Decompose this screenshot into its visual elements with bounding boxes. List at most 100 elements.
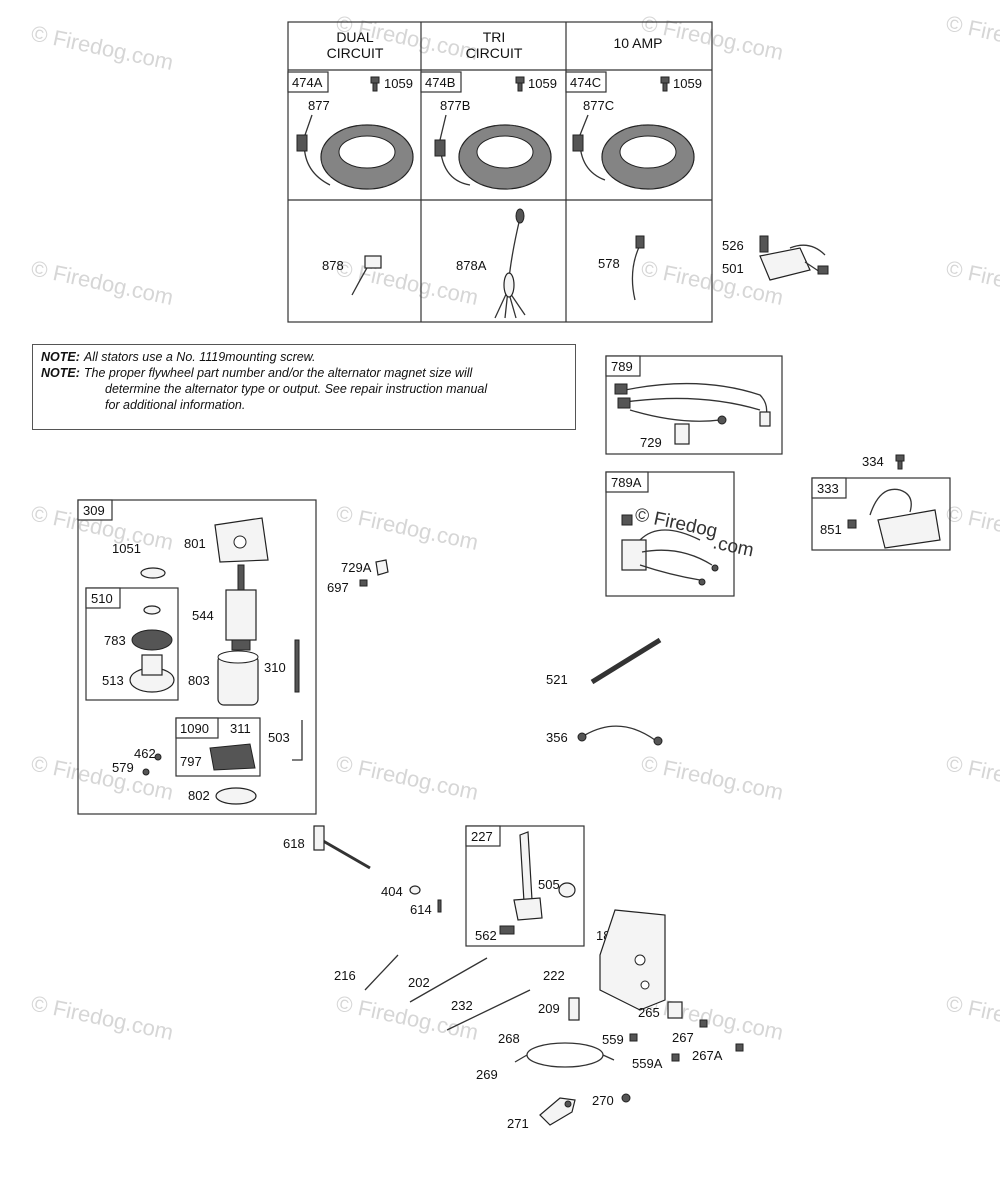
callout-878A: 878A (456, 258, 487, 273)
callout-559A: 559A (632, 1056, 663, 1071)
washer-1051-icon (140, 567, 166, 579)
harness-789A-icon (621, 514, 719, 586)
callout-209: 209 (538, 1001, 560, 1016)
watermark-center: © Firedog (633, 504, 719, 542)
callout-1051: 1051 (112, 541, 141, 556)
watermark: © Firedog.com (944, 500, 1000, 555)
note-label: NOTE: (41, 366, 80, 380)
watermark-center: .com (711, 532, 756, 561)
callout-270: 270 (592, 1093, 614, 1108)
callout-334: 334 (862, 454, 884, 469)
callout-578: 578 (598, 256, 620, 271)
assembly-box-227 (465, 825, 585, 947)
callout-1090: 1090 (180, 721, 209, 736)
callout-501: 501 (722, 261, 744, 276)
callout-797: 797 (180, 754, 202, 769)
assembly-box-333 (811, 477, 951, 551)
callout-216: 216 (334, 968, 356, 983)
housing-icon (217, 650, 259, 706)
callout-877C: 877C (583, 98, 614, 113)
callout-232: 232 (451, 998, 473, 1013)
shaft-618-icon (313, 825, 371, 870)
note-line: The proper flywheel part number and/or t… (83, 366, 473, 380)
clip-729A-icon (375, 559, 389, 576)
end-plate-icon (215, 787, 257, 805)
watermark: © Firedog.com (944, 255, 1000, 310)
callout-513: 513 (102, 673, 124, 688)
callout-503: 503 (268, 730, 290, 745)
callout-267: 267 (672, 1030, 694, 1045)
watermark: © Firedog.com (944, 750, 1000, 805)
cable-268-icon (514, 1042, 615, 1068)
regulator-icon (759, 235, 829, 281)
armature-icon (225, 564, 257, 651)
assembly-box-789A (605, 471, 735, 597)
callout-505: 505 (538, 877, 560, 892)
callout-474B: 474B (425, 75, 455, 90)
note-line: for additional information. (105, 398, 246, 412)
harness-878-icon (351, 255, 382, 296)
header-dual-line2: CIRCUIT (327, 45, 384, 61)
starter-cap-icon (214, 517, 269, 563)
header-dual-line1: DUAL (336, 29, 374, 45)
callout-789A: 789A (611, 475, 642, 490)
callout-309: 309 (83, 503, 105, 518)
callout-404: 404 (381, 884, 403, 899)
callout-618: 618 (283, 836, 305, 851)
lever-227-icon (499, 831, 576, 935)
assembly-box-309 (77, 499, 317, 815)
callout-877B: 877B (440, 98, 470, 113)
note-label: NOTE: (41, 350, 80, 364)
header-tri-line1: TRI (483, 29, 506, 45)
watermark: © Firedog.com (29, 20, 176, 75)
note-line: determine the alternator type or output.… (105, 382, 488, 396)
assembly-box-510 (85, 587, 179, 701)
note-line: All stators use a No. 1119mounting screw… (83, 350, 316, 364)
callout-729: 729 (640, 435, 662, 450)
harness-878A-icon (494, 208, 526, 319)
callout-1059: 1059 (384, 76, 413, 91)
callout-474C: 474C (570, 75, 601, 90)
watermark: © Firedog.com (29, 990, 176, 1045)
watermark: © Firedog.com (334, 500, 481, 555)
stator-10amp-icon (572, 114, 695, 190)
callout-310: 310 (264, 660, 286, 675)
callout-268: 268 (498, 1031, 520, 1046)
callout-333: 333 (817, 481, 839, 496)
callout-269: 269 (476, 1067, 498, 1082)
callout-521: 521 (546, 672, 568, 687)
spring-216-icon (364, 954, 399, 991)
callout-783: 783 (104, 633, 126, 648)
callout-803: 803 (188, 673, 210, 688)
callout-356: 356 (546, 730, 568, 745)
harness-789-icon (614, 382, 771, 445)
callout-271: 271 (507, 1116, 529, 1131)
harness-578-icon (631, 235, 645, 301)
brush-holder-icon (209, 743, 256, 771)
stator-dual-icon (296, 114, 414, 190)
note-box: NOTE:All stators use a No. 1119mounting … (32, 344, 576, 430)
watermark: © Firedog.com (334, 750, 481, 805)
header-tri-line2: CIRCUIT (466, 45, 523, 61)
ignition-coil-icon (847, 488, 941, 549)
watermark: © Firedog.com (944, 10, 1000, 65)
control-bracket-188-icon (599, 909, 666, 1011)
callout-801: 801 (184, 536, 206, 551)
callout-267A: 267A (692, 1048, 723, 1063)
callout-202: 202 (408, 975, 430, 990)
callout-877: 877 (308, 98, 330, 113)
tube-521-icon (590, 637, 662, 685)
callout-851: 851 (820, 522, 842, 537)
assembly-box-789 (605, 355, 783, 455)
callout-614: 614 (410, 902, 432, 917)
header-10amp: 10 AMP (613, 35, 662, 51)
ground-wire-356-icon (577, 725, 663, 746)
callout-474A: 474A (292, 75, 323, 90)
lever-271-icon (539, 1097, 576, 1126)
callout-265: 265 (638, 1005, 660, 1020)
callout-462: 462 (134, 746, 156, 761)
callout-802: 802 (188, 788, 210, 803)
callout-1059: 1059 (528, 76, 557, 91)
